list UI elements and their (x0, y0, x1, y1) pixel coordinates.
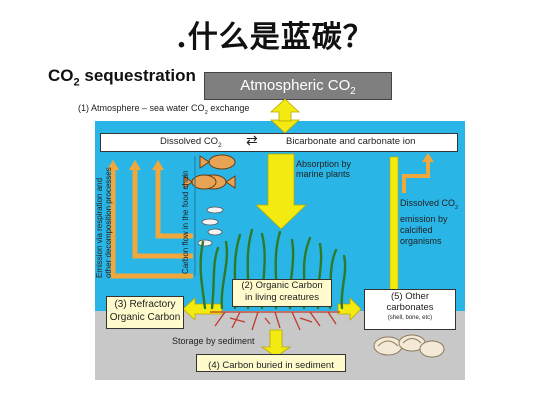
organic-line1: (2) Organic Carbon (241, 280, 323, 291)
carbonates-line1: (5) Other (390, 291, 429, 302)
atm-main: Atmospheric CO (240, 77, 351, 94)
exchange-a: (1) Atmosphere – sea water CO (78, 103, 205, 113)
calcified-sub: 2 (455, 204, 459, 211)
carbon-buried-box: (4) Carbon buried in sediment (196, 354, 346, 372)
co2-sequestration-heading: CO2 sequestration (48, 66, 196, 88)
exchange-label: (1) Atmosphere – sea water CO2 exchange (78, 103, 249, 116)
emission-vertical-label: Emission via respiration and other decom… (95, 167, 113, 278)
atmospheric-co2-box: Atmospheric CO2 (204, 72, 392, 100)
bicarbonate-label: Bicarbonate and carbonate ion (286, 136, 416, 147)
heading-sub: 2 (73, 76, 80, 89)
buried-label: (4) Carbon buried in sediment (208, 360, 334, 371)
exchange-sub: 2 (204, 109, 208, 116)
food-chain-vertical-label: Carbon flow in the food chain (181, 170, 190, 274)
carbonates-line2: carbonates (386, 302, 434, 313)
emission-orange-arrows (110, 168, 193, 279)
organic-carbon-box: (2) Organic Carbon in living creatures (232, 279, 332, 307)
absorption-line2: marine plants (296, 169, 351, 179)
calcified-line2: emission by (400, 213, 448, 224)
refractory-line2: Organic Carbon (109, 312, 181, 323)
storage-label: Storage by sediment (172, 336, 255, 346)
shells (373, 334, 445, 358)
storage-down-arrow (260, 329, 292, 358)
roots (210, 311, 340, 331)
equilibrium-arrow-icon: ⇄ (246, 132, 258, 148)
absorption-line1: Absorption by (296, 159, 352, 169)
calcified-line4: organisms (400, 235, 442, 246)
emission-arrowheads (107, 160, 164, 170)
carbonates-line3: (shell, bone, etc) (387, 315, 433, 321)
dissolved-row-box (100, 133, 458, 152)
absorption-down-arrow (255, 153, 307, 230)
exchange-double-arrow (269, 98, 301, 134)
other-carbonates-box: (5) Other carbonates (shell, bone, etc) (364, 289, 456, 330)
to-carbonates-arrow (337, 297, 362, 321)
heading-main: CO (48, 66, 74, 85)
to-refractory-arrow (182, 297, 223, 321)
calcified-orange-up (402, 158, 430, 193)
refractory-carbon-box: (3) Refractory Organic Carbon (106, 296, 184, 329)
calcified-label: Dissolved CO2 emission by calcified orga… (400, 198, 458, 247)
calcified-line3: calcified (400, 224, 433, 235)
calcified-yellow-bar (389, 156, 399, 298)
dissolved-main: Dissolved CO (160, 136, 219, 147)
organic-line2: in living creatures (245, 292, 319, 303)
atm-sub: 2 (350, 86, 356, 97)
calcified-line1: Dissolved CO (400, 198, 456, 208)
fish-group (183, 154, 236, 190)
slide-title: .什么是蓝碳？ (176, 20, 374, 55)
heading-rest: sequestration (79, 66, 196, 85)
dissolved-co2-label: Dissolved CO2 (160, 136, 222, 149)
refractory-line1: (3) Refractory (114, 299, 176, 310)
dissolved-sub: 2 (218, 141, 222, 149)
exchange-b: exchange (207, 103, 250, 113)
